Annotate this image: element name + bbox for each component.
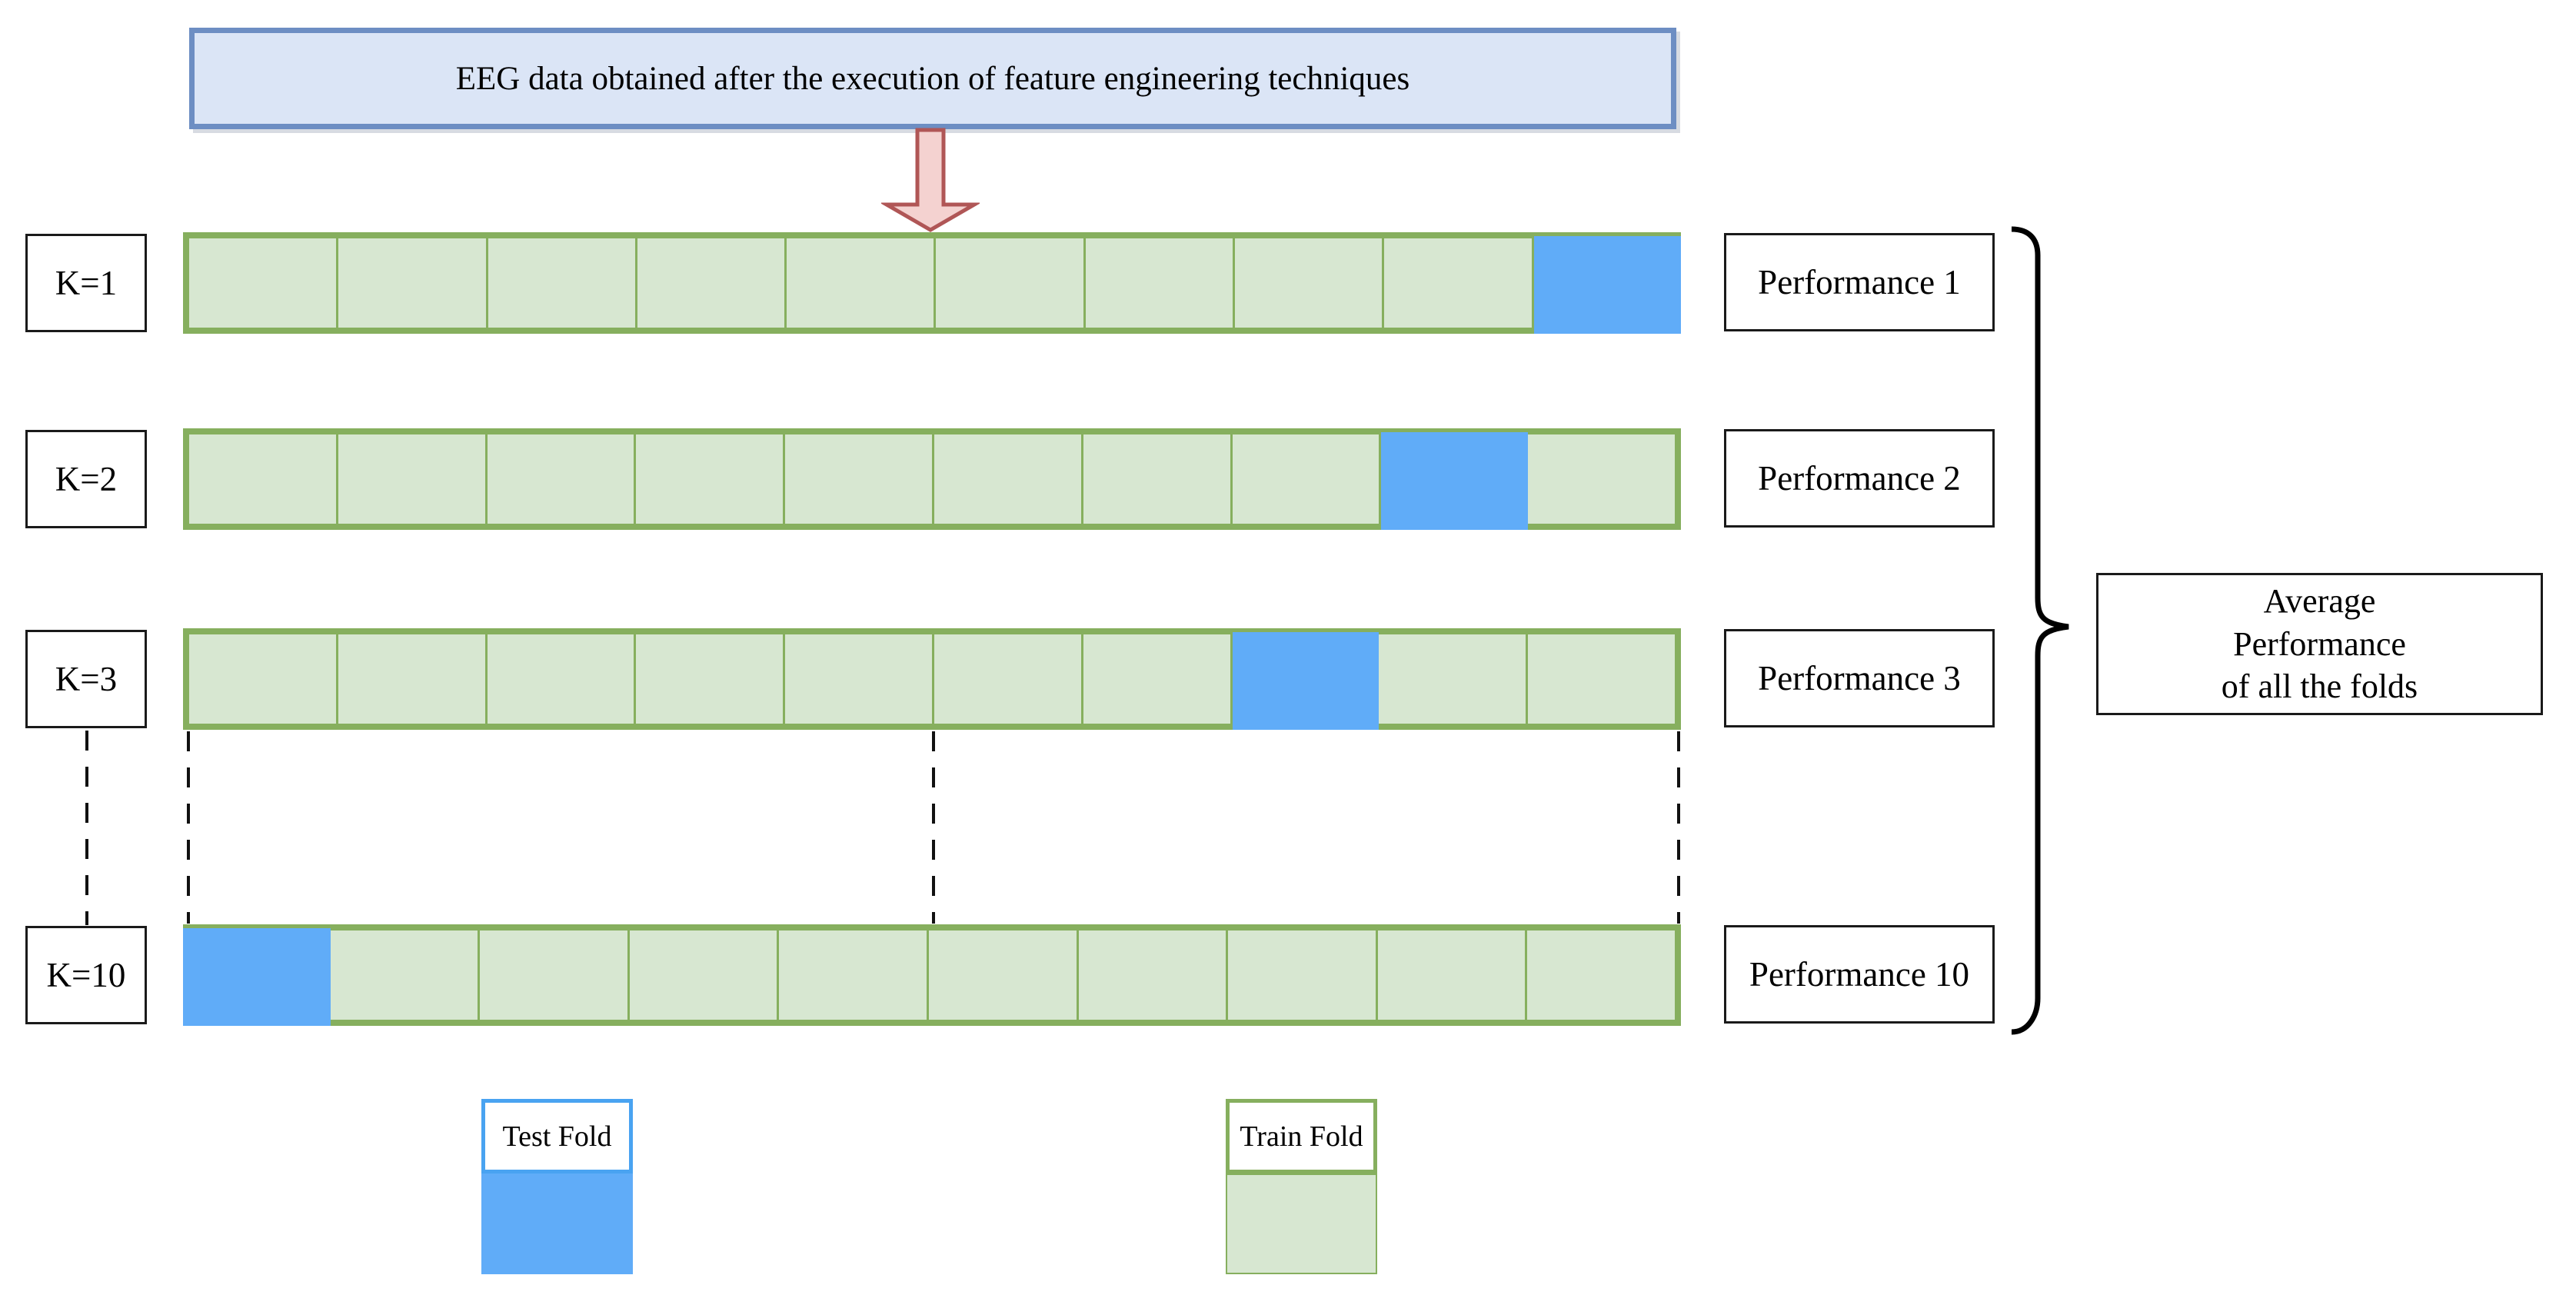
train-fold-cell — [787, 232, 937, 334]
train-fold-cell — [1228, 924, 1378, 1026]
train-fold-cell — [1083, 428, 1233, 530]
dashed-line-strip-right — [1677, 731, 1680, 924]
average-line-1: Average — [2263, 581, 2376, 620]
test-fold-cell — [1232, 628, 1380, 730]
train-fold-cell — [785, 428, 934, 530]
legend-test-fold-swatch — [481, 1174, 633, 1274]
dashed-line-strip-left — [187, 731, 190, 924]
train-fold-cell — [1235, 232, 1385, 334]
train-fold-cell — [183, 428, 338, 530]
curly-brace — [2011, 226, 2069, 1035]
k-label-box-1: K=1 — [25, 234, 147, 332]
performance-label: Performance 2 — [1758, 459, 1961, 498]
train-fold-cell — [338, 232, 488, 334]
test-fold-cell — [183, 924, 331, 1026]
train-fold-cell — [487, 428, 637, 530]
train-fold-cell — [338, 428, 488, 530]
fold-strip-2 — [183, 428, 1681, 530]
title-box: EEG data obtained after the execution of… — [189, 28, 1676, 129]
k-label-box-2: K=2 — [25, 430, 147, 528]
fold-strip-4 — [183, 924, 1681, 1026]
performance-label: Performance 1 — [1758, 263, 1961, 301]
train-fold-cell — [1384, 232, 1534, 334]
dashed-line-strip-mid — [932, 731, 935, 924]
train-fold-cell — [1527, 924, 1681, 1026]
title-text: EEG data obtained after the execution of… — [455, 60, 1410, 97]
train-fold-cell — [636, 628, 786, 730]
train-fold-cell — [785, 628, 934, 730]
fold-strip-1 — [183, 232, 1681, 334]
performance-label: Performance 10 — [1749, 955, 1970, 994]
down-arrow-icon — [881, 128, 980, 232]
train-fold-cell — [488, 232, 637, 334]
k-label-box-3: K=3 — [25, 630, 147, 728]
train-fold-cell — [480, 924, 630, 1026]
performance-box-2: Performance 2 — [1724, 429, 1995, 528]
legend-test-fold-label: Test Fold — [481, 1099, 633, 1174]
test-fold-cell — [1533, 232, 1681, 334]
train-fold-cell — [183, 628, 338, 730]
train-fold-cell — [1085, 232, 1236, 334]
performance-box-4: Performance 10 — [1724, 925, 1995, 1024]
k-label-text: K=3 — [55, 660, 118, 698]
train-fold-cell — [1379, 628, 1529, 730]
fold-strip-3 — [183, 628, 1681, 730]
test-fold-cell — [1381, 428, 1529, 530]
train-fold-cell — [928, 924, 1079, 1026]
train-fold-cell — [934, 628, 1083, 730]
train-fold-cell — [936, 232, 1086, 334]
train-fold-cell — [183, 232, 339, 334]
average-performance-box: Average Performance of all the folds — [2096, 573, 2543, 715]
legend-train-fold-label: Train Fold — [1226, 1099, 1377, 1174]
train-fold-cell — [330, 924, 481, 1026]
train-fold-cell — [1377, 924, 1528, 1026]
legend-train-fold-swatch — [1226, 1174, 1377, 1274]
train-fold-cell — [1083, 628, 1233, 730]
train-fold-cell — [1528, 628, 1681, 730]
k-label-text: K=2 — [55, 460, 118, 498]
train-fold-cell — [934, 428, 1083, 530]
train-fold-cell — [779, 924, 929, 1026]
train-fold-cell — [629, 924, 780, 1026]
average-line-2: Performance — [2233, 624, 2406, 663]
train-fold-cell — [338, 628, 488, 730]
train-fold-cell — [1078, 924, 1229, 1026]
average-line-3: of all the folds — [2221, 667, 2418, 706]
legend-train-fold-text: Train Fold — [1240, 1120, 1363, 1153]
k-label-box-4: K=10 — [25, 926, 147, 1024]
dashed-line-k-labels — [85, 731, 88, 925]
train-fold-cell — [1232, 428, 1382, 530]
k-label-text: K=1 — [55, 264, 118, 302]
performance-box-1: Performance 1 — [1724, 233, 1995, 331]
k-label-text: K=10 — [46, 956, 126, 994]
performance-box-3: Performance 3 — [1724, 629, 1995, 727]
train-fold-cell — [1528, 428, 1681, 530]
train-fold-cell — [487, 628, 637, 730]
performance-label: Performance 3 — [1758, 659, 1961, 697]
train-fold-cell — [637, 232, 787, 334]
train-fold-cell — [636, 428, 786, 530]
legend-test-fold-text: Test Fold — [502, 1120, 612, 1153]
